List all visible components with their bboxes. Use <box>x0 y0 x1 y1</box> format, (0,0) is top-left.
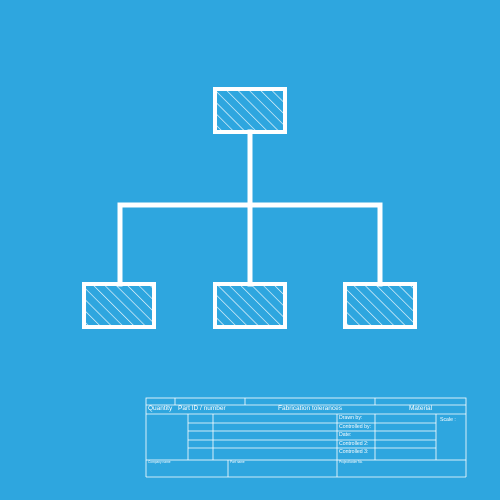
footer-part-name: Part name <box>230 460 245 464</box>
node-root <box>213 87 287 134</box>
footer-project-no: Project/order No. <box>339 460 364 464</box>
header-quantity: Quantity <box>148 405 173 412</box>
node-child-left <box>82 282 156 329</box>
node-child-middle-hatch <box>215 284 285 327</box>
field-scale: Scale : <box>440 417 456 423</box>
field-drawn-by: Drawn by: <box>339 415 363 421</box>
header-material: Material <box>409 405 433 412</box>
footer-company-name: Company name <box>148 460 171 464</box>
field-controlled-3: Controlled 3: <box>339 449 369 455</box>
title-block-frame <box>145 397 467 478</box>
node-child-left-hatch <box>84 284 154 327</box>
node-child-right-hatch <box>345 284 415 327</box>
node-root-hatch <box>215 89 285 132</box>
header-part-id: Part ID / number <box>178 405 226 412</box>
node-root-border <box>213 87 287 134</box>
connector-lines <box>117 129 383 287</box>
node-child-middle-border <box>213 282 287 329</box>
node-child-right <box>343 282 417 329</box>
field-controlled-2: Controlled 2: <box>339 441 369 447</box>
field-controlled-by: Controlled by: <box>339 424 372 430</box>
field-date: Date: <box>339 432 352 438</box>
node-child-right-border <box>343 282 417 329</box>
node-child-left-border <box>82 282 156 329</box>
title-block-outer <box>145 397 467 461</box>
header-fabrication-tolerances: Fabrication tolerances <box>278 405 342 412</box>
node-child-middle <box>213 282 287 329</box>
